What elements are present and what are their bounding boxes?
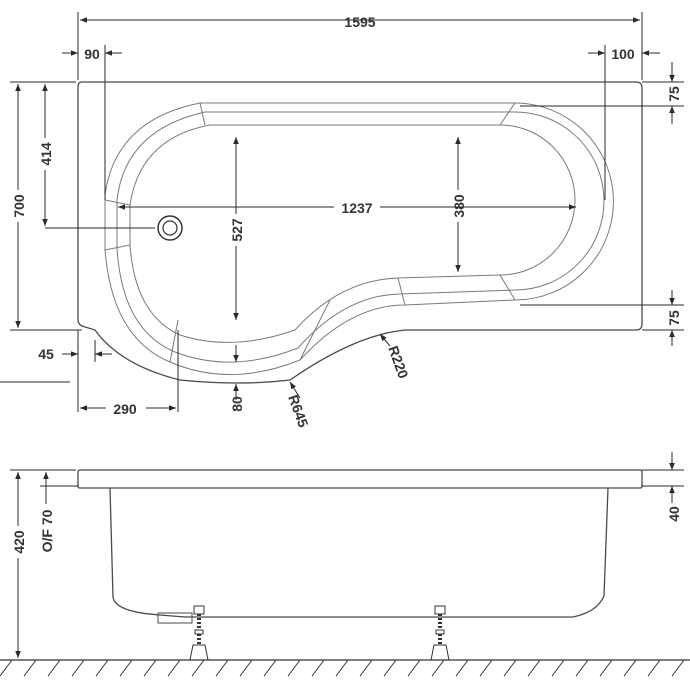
deck-outline [77, 81, 643, 384]
side-leg-left [189, 605, 209, 661]
side-leg-right [430, 605, 450, 661]
label-rim-thickness: 40 [666, 506, 682, 522]
label-top-deck: 75 [666, 86, 682, 102]
label-overall-width: 700 [11, 194, 27, 218]
label-curve-offset: 290 [113, 401, 137, 417]
label-overflow: O/F 70 [39, 509, 55, 552]
side-body [109, 487, 609, 618]
side-rim [77, 469, 643, 489]
label-corner-offset: 45 [38, 346, 54, 362]
plan-view: 1595 90 100 75 75 700 414 527 380 [0, 12, 684, 430]
bowl-floor [129, 124, 576, 343]
label-overall-length: 1595 [344, 14, 375, 30]
label-bottom-deck: 75 [666, 310, 682, 326]
floor-hatching [0, 659, 685, 677]
label-narrow-width: 380 [451, 194, 467, 218]
label-curve-depth: 80 [229, 396, 245, 412]
label-right-deck: 100 [611, 46, 635, 62]
rim-outer [104, 102, 614, 375]
rim-inner [116, 111, 605, 363]
label-left-deck: 90 [84, 46, 100, 62]
label-waste-offset: 414 [38, 142, 54, 166]
label-side-height: 420 [11, 530, 27, 554]
side-waste-trap [157, 612, 193, 624]
waste-outlet [157, 215, 183, 241]
side-view: 420 O/F 70 40 [0, 452, 690, 677]
label-internal-length: 1237 [341, 200, 372, 216]
label-bowl-width: 527 [229, 218, 245, 242]
label-outer-radius: R645 [285, 393, 312, 430]
label-inner-radius: R220 [385, 344, 412, 381]
